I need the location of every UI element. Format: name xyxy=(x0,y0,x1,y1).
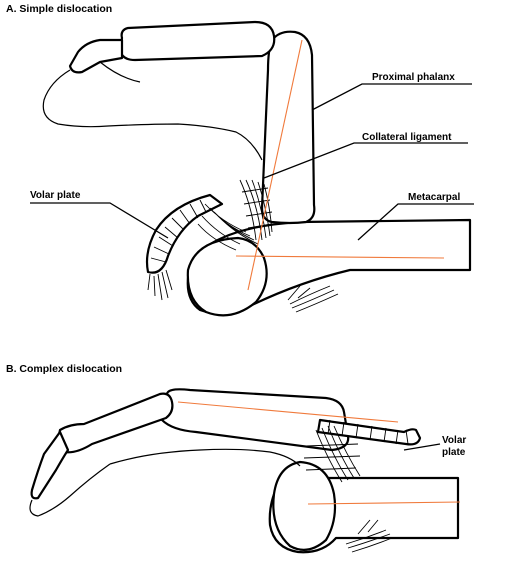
ligament-fan-a xyxy=(197,203,259,251)
label-proximal-phalanx: Proximal phalanx xyxy=(372,72,455,83)
dorsal-fringe-a xyxy=(287,285,339,313)
leader-metacarpal xyxy=(357,203,474,241)
leader-proximal-phalanx xyxy=(311,83,472,111)
collateral-ligament-a xyxy=(239,179,273,241)
label-metacarpal: Metacarpal xyxy=(408,192,461,203)
metacarpal-head-a xyxy=(186,236,268,317)
distal-phalanx-bone-a xyxy=(68,38,124,74)
metacarpal-head-b xyxy=(272,460,337,551)
volar-plate-fringe-a xyxy=(147,269,173,301)
phalanx-axis-a xyxy=(247,39,303,291)
volar-plate-fibers-a xyxy=(150,199,207,263)
volar-fringe-b xyxy=(345,519,393,553)
metacarpal-axis-a xyxy=(235,255,445,259)
palm-crease-a xyxy=(99,61,141,83)
phalanx-axis-b xyxy=(177,401,399,423)
metacarpal-axis-b xyxy=(307,501,461,505)
label-volar-plate-b-line2: plate xyxy=(442,447,466,458)
distal-phalanx-bone-b xyxy=(30,430,70,500)
palm-outline-b xyxy=(109,448,301,467)
proximal-phalanx-bone-a xyxy=(260,30,316,225)
palm-outline-a xyxy=(42,69,263,161)
volar-plate-a xyxy=(145,193,224,274)
leader-collateral-ligament xyxy=(263,142,468,179)
panel-a-drawing xyxy=(30,20,474,317)
panel-b-title: B. Complex dislocation xyxy=(6,363,123,375)
panel-a-title: A. Simple dislocation xyxy=(6,3,113,15)
middle-phalanx-bone-a xyxy=(118,20,276,62)
ligament-bundle-b xyxy=(303,425,361,483)
leader-volar-plate-a xyxy=(30,202,169,239)
label-collateral-ligament: Collateral ligament xyxy=(362,132,452,143)
volar-plate-fibers-b xyxy=(327,419,409,445)
label-volar-plate-a: Volar plate xyxy=(30,190,81,201)
leader-volar-plate-b xyxy=(403,443,441,451)
panel-b-drawing xyxy=(29,388,461,554)
middle-phalanx-bone-b xyxy=(57,392,174,454)
finger-pad-b xyxy=(29,463,111,517)
label-volar-plate-b-line1: Volar xyxy=(442,435,467,446)
